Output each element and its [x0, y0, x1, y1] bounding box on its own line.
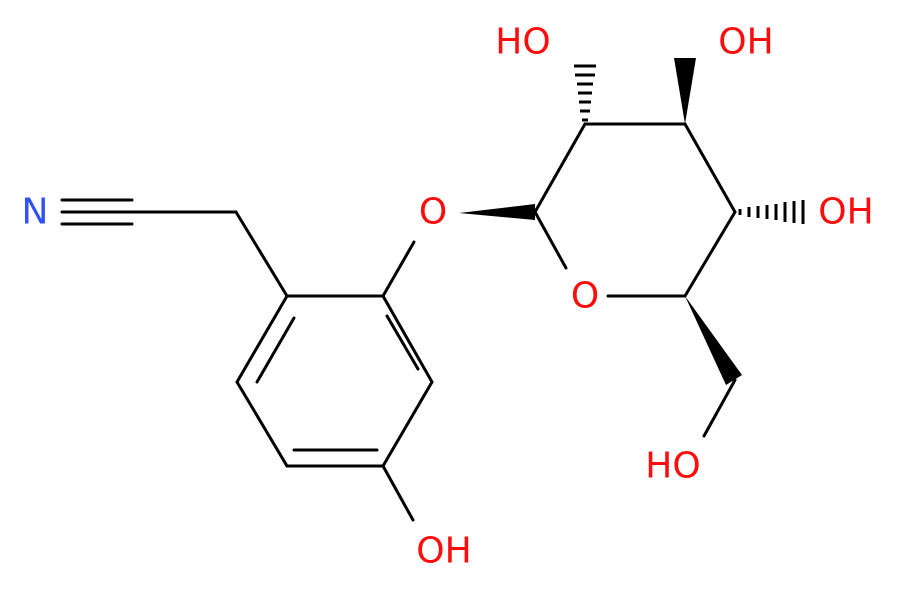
- bond-ring-phenol-o: [381, 464, 415, 522]
- bond-ring-ether-o: [381, 240, 416, 298]
- hydroxyl-top-right-label: OH: [718, 22, 773, 63]
- wedge-c5-ch2: [685, 296, 742, 385]
- hash-c4-oh: [738, 200, 805, 224]
- ring-oxygen-label: O: [571, 276, 599, 317]
- ether-oxygen-label: O: [419, 192, 447, 233]
- bond-ch2-ring: [234, 210, 289, 298]
- nitrile-triple-bond: [60, 198, 134, 226]
- hydroxyl-right-label: OH: [818, 192, 873, 233]
- phenol-hydroxyl-label: OH: [416, 531, 471, 572]
- pyranose-ring: [533, 122, 737, 298]
- hash-c2-oh: [574, 64, 596, 122]
- benzene-ring: [235, 294, 434, 468]
- hydroxyl-top-left-label: HO: [495, 22, 550, 63]
- wedge-c3-oh: [674, 58, 696, 124]
- nitrogen-label: N: [22, 192, 49, 233]
- bond-ch2-oh: [702, 378, 737, 438]
- hydroxymethyl-oxygen-label: HO: [645, 446, 700, 487]
- wedge-anomeric-ether: [459, 204, 535, 220]
